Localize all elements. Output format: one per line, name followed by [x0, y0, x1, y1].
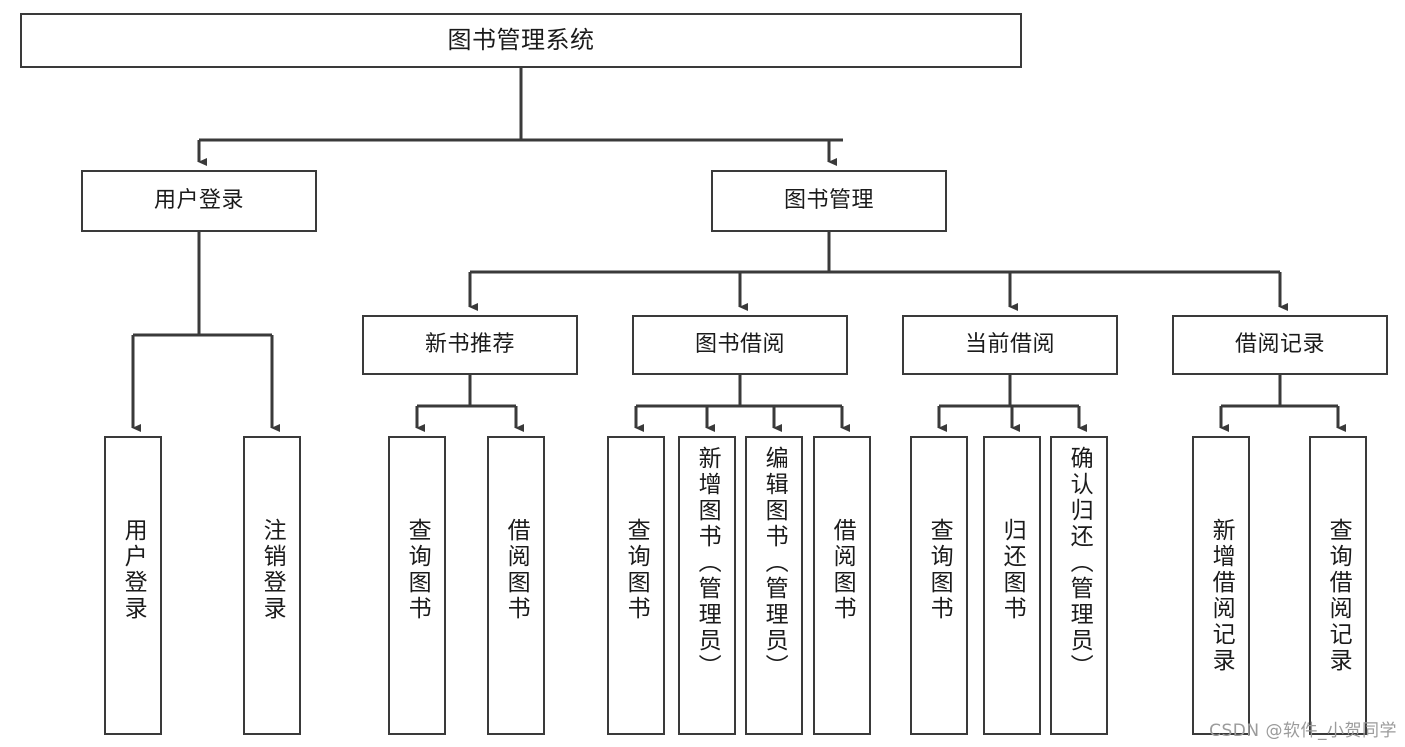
watermark-text: CSDN @软件_小贺同学 [1209, 721, 1397, 741]
node-label: 查询图书 [623, 518, 650, 622]
node-new-book-recommend[interactable]: 新书推荐 [362, 315, 578, 375]
node-label: 用户登录 [120, 518, 147, 622]
node-label: 新增图书（管理员） [694, 446, 721, 680]
node-root-book-management-system[interactable]: 图书管理系统 [20, 13, 1022, 68]
node-leaf-bor-add-book[interactable]: 新增图书（管理员） [678, 436, 736, 735]
node-label: 当前借阅 [964, 332, 1055, 358]
node-leaf-bor-borrow-book[interactable]: 借阅图书 [813, 436, 871, 735]
node-label: 注销登录 [259, 518, 286, 622]
node-leaf-user-logout[interactable]: 注销登录 [243, 436, 301, 735]
node-label: 归还图书 [999, 518, 1026, 622]
node-label: 查询图书 [926, 518, 953, 622]
node-label: 图书管理系统 [447, 26, 595, 55]
node-label: 新书推荐 [424, 332, 515, 358]
node-leaf-bor-edit-book[interactable]: 编辑图书（管理员） [745, 436, 803, 735]
node-label: 图书借阅 [694, 332, 785, 358]
node-leaf-rec-query-record[interactable]: 查询借阅记录 [1309, 436, 1367, 735]
node-label: 查询借阅记录 [1325, 518, 1352, 674]
node-current-borrow[interactable]: 当前借阅 [902, 315, 1118, 375]
node-label: 确认归还（管理员） [1066, 446, 1093, 680]
node-label: 查询图书 [404, 518, 431, 622]
node-book-borrow[interactable]: 图书借阅 [632, 315, 848, 375]
node-label: 借阅记录 [1234, 332, 1325, 358]
node-leaf-cur-query-book[interactable]: 查询图书 [910, 436, 968, 735]
node-label: 借阅图书 [829, 518, 856, 622]
node-leaf-rec-borrow-book[interactable]: 借阅图书 [487, 436, 545, 735]
node-borrow-record[interactable]: 借阅记录 [1172, 315, 1388, 375]
node-leaf-bor-query-book[interactable]: 查询图书 [607, 436, 665, 735]
node-book-manage[interactable]: 图书管理 [711, 170, 947, 232]
node-user-login[interactable]: 用户登录 [81, 170, 317, 232]
node-leaf-user-login[interactable]: 用户登录 [104, 436, 162, 735]
node-label: 编辑图书（管理员） [761, 446, 788, 680]
node-label: 用户登录 [153, 188, 244, 214]
node-leaf-cur-confirm[interactable]: 确认归还（管理员） [1050, 436, 1108, 735]
node-label: 新增借阅记录 [1208, 518, 1235, 674]
node-label: 图书管理 [783, 188, 874, 214]
node-leaf-cur-return-book[interactable]: 归还图书 [983, 436, 1041, 735]
node-label: 借阅图书 [503, 518, 530, 622]
node-leaf-rec-query-book[interactable]: 查询图书 [388, 436, 446, 735]
node-leaf-rec-add-record[interactable]: 新增借阅记录 [1192, 436, 1250, 735]
